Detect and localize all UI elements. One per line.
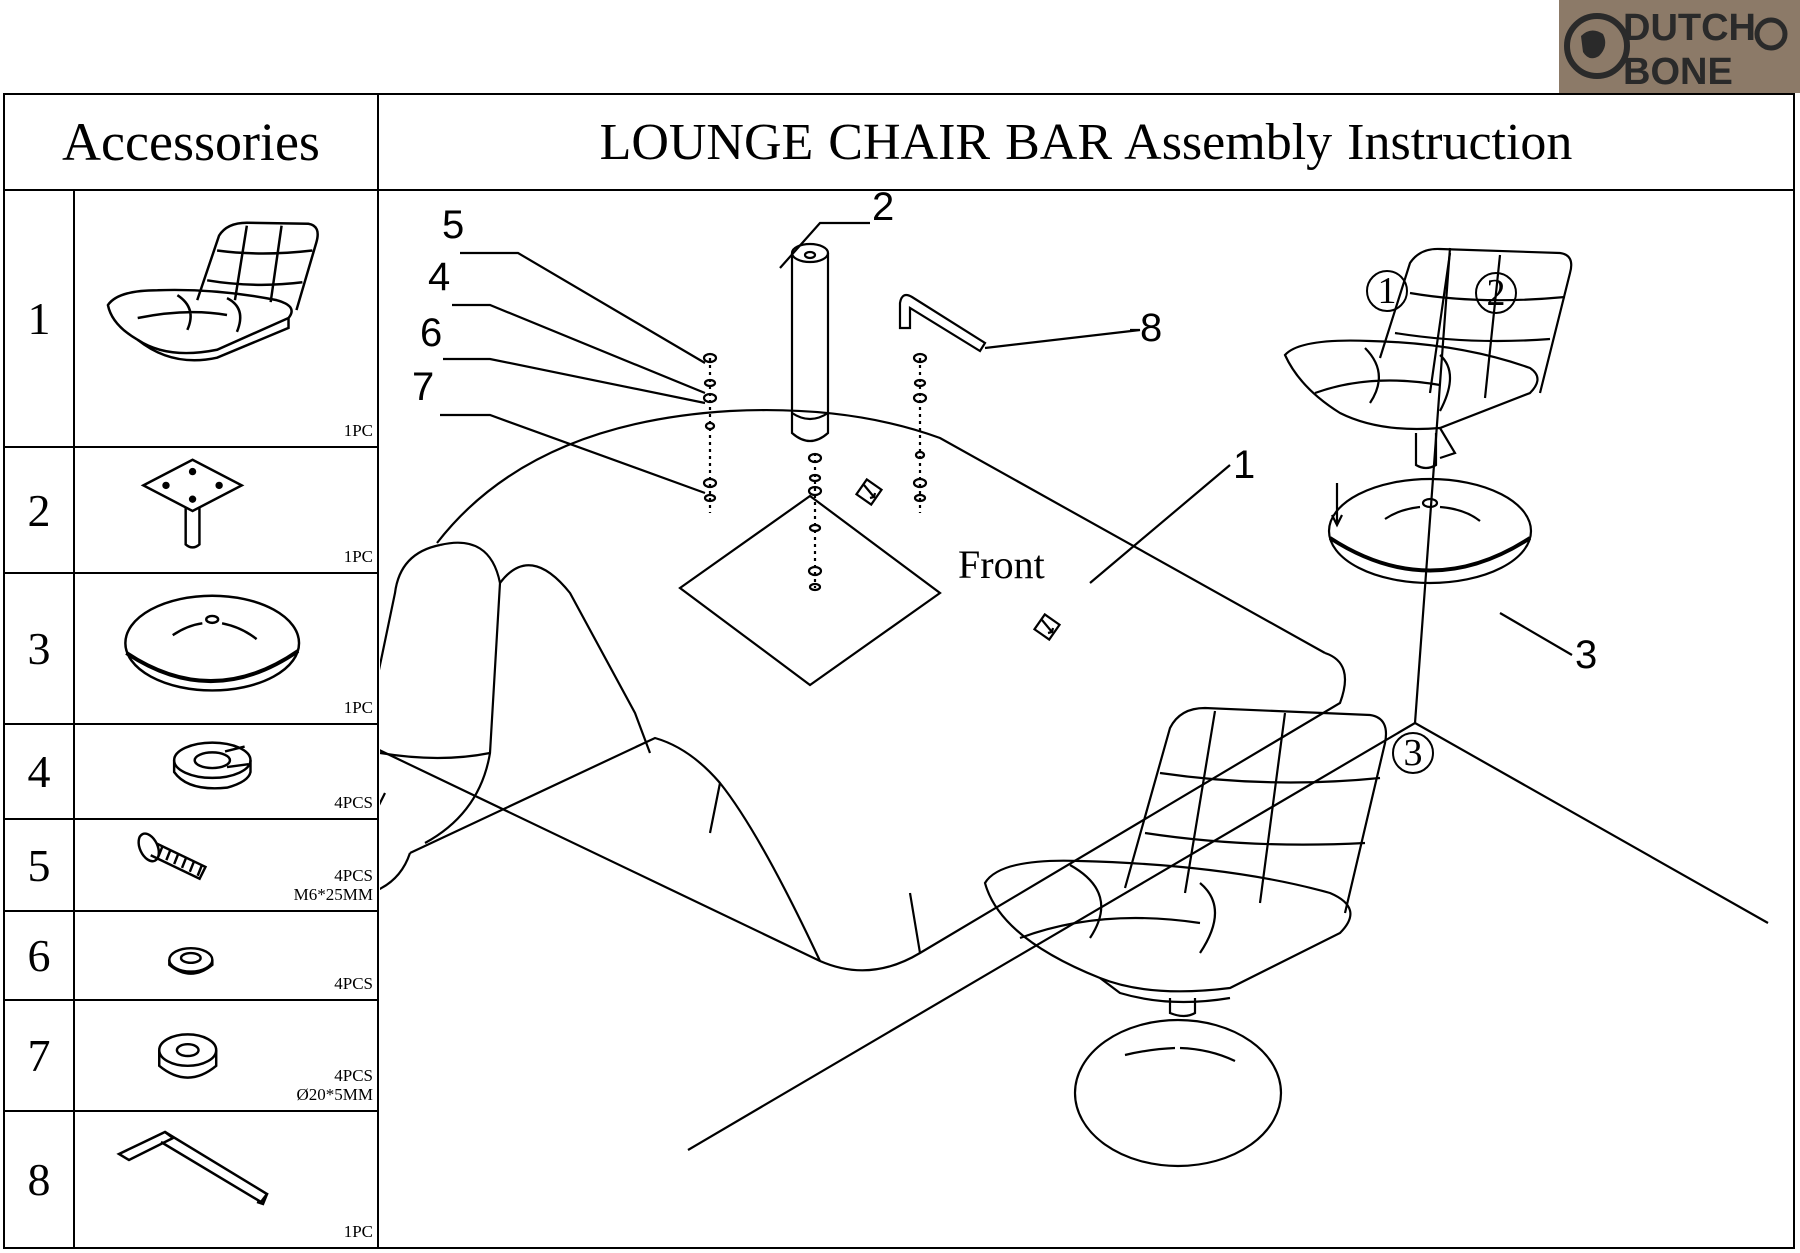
accessory-qty: 1PC [343,1222,373,1241]
accessory-row: 4 4PCS [5,725,377,820]
accessory-row: 6 4PCS [5,912,377,1001]
accessories-table: 1 1PC 2 [5,191,379,1247]
part-label: 7 [412,365,435,409]
assembly-diagram: 5 4 6 7 2 8 1 3 Front 1 2 3 [380,185,1793,1247]
accessory-qty: 4PCS Ø20*5MM [296,1066,373,1104]
accessory-row: 3 1PC [5,574,377,725]
thick-washer-icon [158,1033,218,1079]
part-label: 3 [1575,633,1598,677]
seat-icon [106,221,319,362]
accessory-row: 8 1PC [5,1112,377,1247]
part-label: 4 [428,255,451,299]
accessory-number: 3 [5,574,75,723]
page-title: LOUNGE CHAIR BAR Assembly Instruction [599,113,1573,171]
accessory-qty: 1PC [343,421,373,440]
part-label: 2 [872,185,895,229]
accessory-qty: 4PCS [334,974,373,993]
step-divider [687,722,1416,1151]
accessory-qty: 1PC [343,698,373,717]
accessory-number: 1 [5,191,75,446]
accessory-number: 4 [5,725,75,818]
accessory-qty-value: 4PCS [334,1066,373,1085]
split-lock-washer-icon [172,741,252,790]
step-marker: 3 [1392,732,1434,774]
accessories-header: Accessories [5,95,379,191]
accessory-qty: 4PCS M6*25MM [294,866,373,904]
logo-line1: DUTCH [1623,7,1756,49]
flat-washer-icon [168,946,214,975]
allen-key-icon [116,1130,269,1206]
brand-logo: DUTCH BONE [1559,0,1800,93]
accessory-spec: Ø20*5MM [296,1085,373,1104]
part-label: 6 [420,311,443,355]
accessory-row: 1 1PC [5,191,377,448]
accessory-row: 7 4PCS Ø20*5MM [5,1001,377,1112]
title-header: LOUNGE CHAIR BAR Assembly Instruction [379,95,1793,191]
accessories-title: Accessories [62,112,320,172]
accessory-spec: M6*25MM [293,885,373,904]
accessory-qty: 1PC [343,547,373,566]
bolt-icon [137,832,208,881]
round-base-icon [124,594,301,692]
base-plate-tube-icon [140,458,245,549]
front-label: Front [958,542,1045,587]
logo-line2: BONE [1623,51,1733,93]
accessory-qty: 4PCS [334,793,373,812]
step-marker: 2 [1475,272,1517,314]
accessory-number: 2 [5,448,75,572]
part-label: 1 [1233,443,1256,487]
step-divider [1413,247,1769,924]
part-label: 5 [442,203,465,247]
accessory-number: 5 [5,820,75,910]
accessory-number: 6 [5,912,75,999]
step-marker: 1 [1366,270,1408,312]
accessory-number: 7 [5,1001,75,1110]
document-frame [3,93,1795,1249]
accessory-row: 5 4PCS M6*25MM [5,820,377,912]
accessory-qty-value: 4PCS [334,866,373,885]
assembly-illustration [380,221,1769,1168]
accessory-row: 2 1PC [5,448,377,574]
part-label: 8 [1140,306,1163,350]
accessory-number: 8 [5,1112,75,1247]
